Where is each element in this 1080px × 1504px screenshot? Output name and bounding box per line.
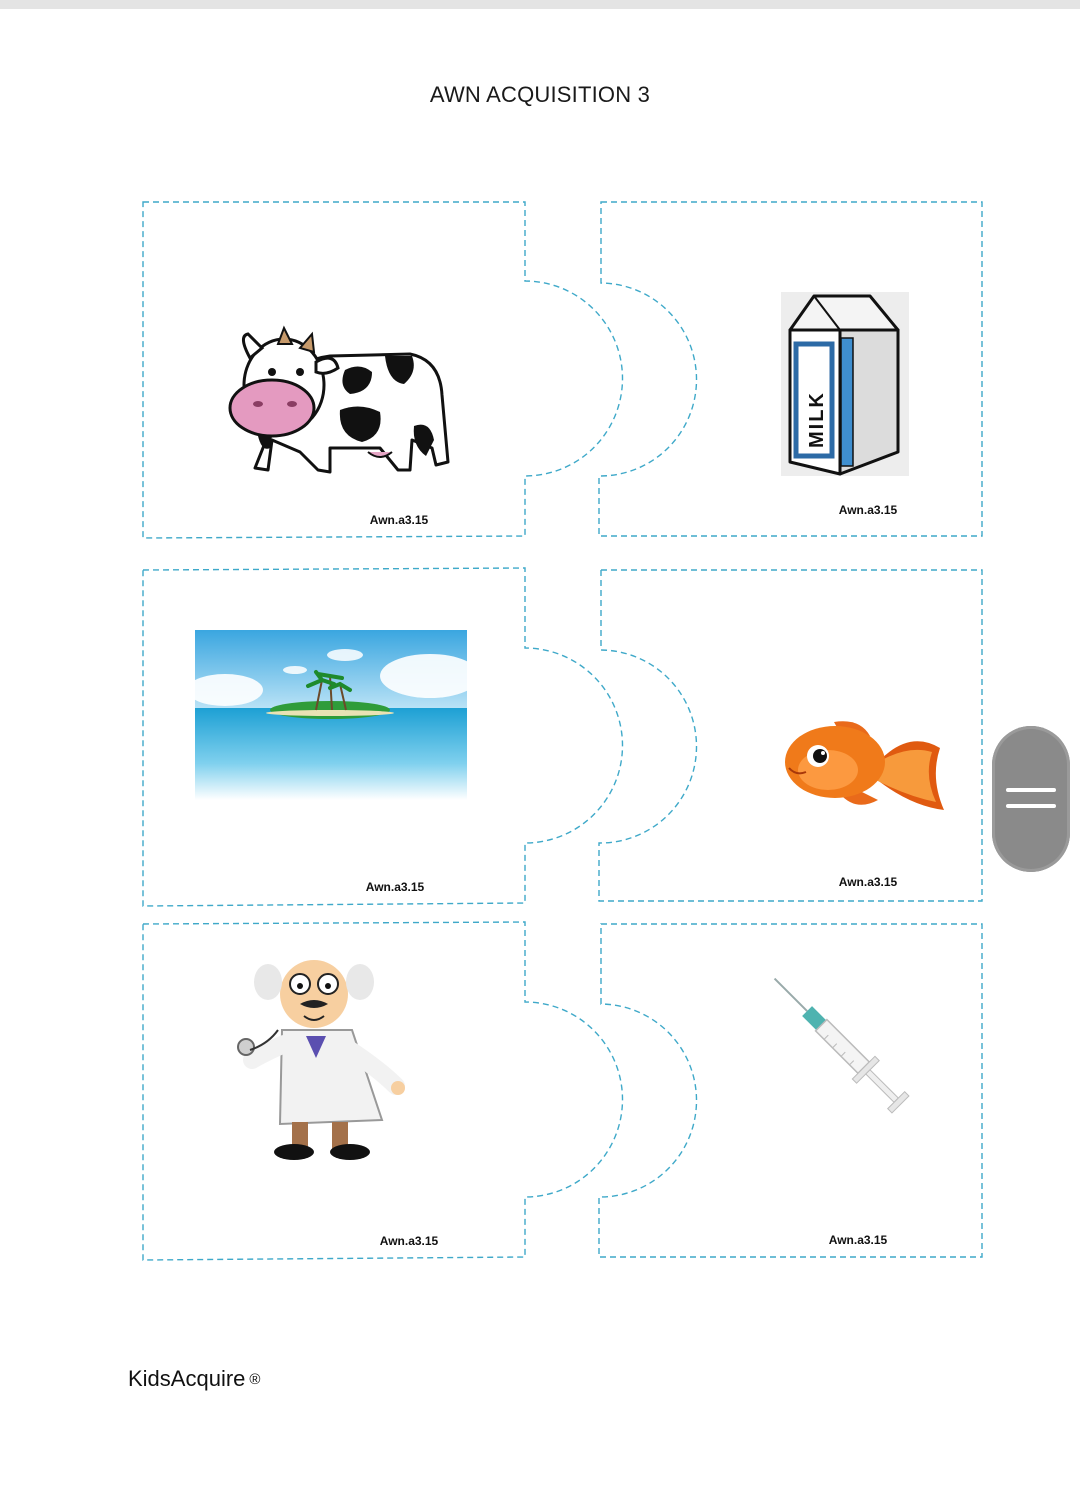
card-code: Awn.a3.15 [370,513,429,527]
card-code: Awn.a3.15 [839,503,898,517]
cut-line [142,921,624,1261]
cow-image [228,325,450,474]
card-code: Awn.a3.15 [839,875,898,889]
fish-image [785,721,944,810]
doctor-image [237,960,405,1160]
island-image [187,630,480,800]
card-code: Awn.a3.15 [829,1233,888,1247]
cut-line [598,923,983,1258]
footer-brand: KidsAcquire® [128,1366,260,1392]
grip-line [1006,788,1056,792]
syringe-image [773,977,910,1114]
cut-line [598,569,983,902]
brand-name: KidsAcquire [128,1366,246,1391]
card-code: Awn.a3.15 [366,880,425,894]
page-title: AWN ACQUISITION 3 [429,82,651,107]
registered-mark: ® [249,1371,261,1388]
grip-line [1006,804,1056,808]
milk-carton-image: MILK [781,292,909,476]
milk-label: MILK [806,391,828,448]
top-bar [0,0,1080,9]
scroll-handle[interactable] [992,726,1070,872]
card-code: Awn.a3.15 [380,1234,439,1248]
